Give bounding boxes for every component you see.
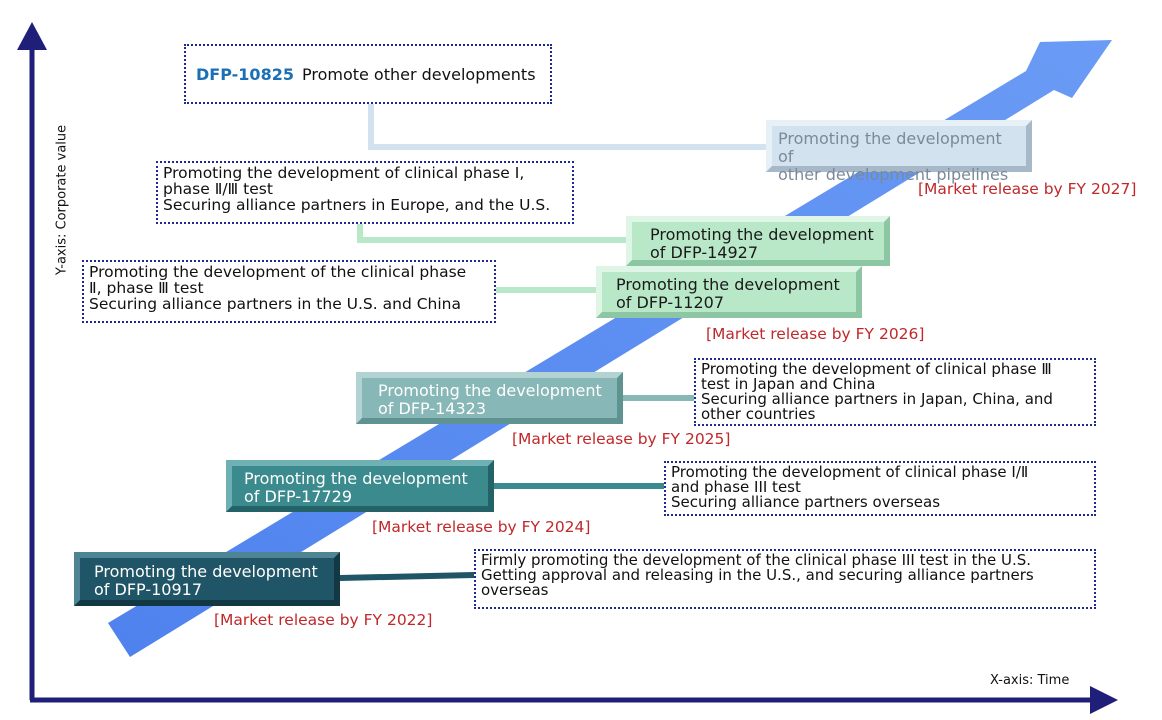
connector-top bbox=[368, 104, 772, 150]
top-note-text: Promote other developments bbox=[301, 64, 536, 84]
note-line: phase Ⅱ/Ⅲ test bbox=[163, 180, 273, 198]
note-line: Ⅱ, phase Ⅲ test bbox=[89, 279, 204, 297]
connector-stage-5 bbox=[357, 224, 626, 243]
note-line: Getting approval and releasing in the U.… bbox=[481, 566, 1034, 584]
stage-box-dfp-14323: Promoting the development of DFP-14323 bbox=[356, 372, 623, 424]
stage-box-line: of DFP-14927 bbox=[650, 243, 758, 262]
stage-box-line: other development pipelines bbox=[778, 165, 1009, 184]
release-fy2026: [Market release by FY 2026] bbox=[706, 325, 925, 343]
note-line: Promoting the development of clinical ph… bbox=[701, 360, 1052, 378]
stage-box-dfp-10917: Promoting the development of DFP-10917 bbox=[74, 552, 340, 606]
y-axis-arrowhead bbox=[17, 22, 47, 50]
stage-box-line: of DFP-10917 bbox=[94, 580, 202, 599]
stage-box-other-pipelines: Promoting the development of other devel… bbox=[766, 120, 1032, 184]
stage-box-line: Promoting the development bbox=[244, 469, 468, 488]
stage-box-line: Promoting the development bbox=[650, 225, 874, 244]
note-line: other countries bbox=[701, 405, 816, 423]
x-axis-arrowhead bbox=[1090, 686, 1118, 714]
top-note-box: DFP-10825 Promote other developments bbox=[184, 44, 552, 104]
connector-stage-1 bbox=[339, 572, 475, 581]
note-stage-1: Firmly promoting the development of the … bbox=[474, 549, 1096, 609]
note-stage-5: Promoting the development of clinical ph… bbox=[156, 161, 574, 224]
stage-box-dfp-17729: Promoting the development of DFP-17729 bbox=[226, 460, 494, 512]
y-axis-label: Y-axis: Corporate value bbox=[54, 124, 70, 276]
note-line: Promoting the development of clinical ph… bbox=[671, 463, 1029, 481]
stage-box-line: Promoting the development of bbox=[778, 129, 1002, 166]
note-stage-4: Promoting the development of the clinica… bbox=[82, 260, 496, 323]
note-line: and phase III test bbox=[671, 478, 801, 496]
stage-box-line: Promoting the development bbox=[378, 381, 602, 400]
release-fy2022: [Market release by FY 2022] bbox=[214, 611, 433, 629]
note-line: Securing alliance partners overseas bbox=[671, 493, 941, 511]
note-line: Securing alliance partners in Europe, an… bbox=[163, 196, 551, 214]
release-fy2025: [Market release by FY 2025] bbox=[512, 430, 731, 448]
stage-box-line: of DFP-17729 bbox=[244, 487, 352, 506]
stage-box-dfp-11207: Promoting the development of DFP-11207 bbox=[596, 266, 862, 318]
note-line: test in Japan and China bbox=[701, 375, 876, 393]
top-note-code: DFP-10825 bbox=[196, 64, 294, 84]
note-line: overseas bbox=[481, 581, 549, 599]
note-line: Securing alliance partners in the U.S. a… bbox=[89, 295, 461, 313]
note-line: Promoting the development of the clinica… bbox=[89, 263, 467, 281]
release-fy2027: [Market release by FY 2027] bbox=[918, 180, 1137, 198]
stage-box-line: Promoting the development bbox=[616, 275, 840, 294]
note-line: Securing alliance partners in Japan, Chi… bbox=[701, 390, 1053, 408]
note-stage-3: Promoting the development of clinical ph… bbox=[694, 358, 1096, 426]
stage-box-line: of DFP-14323 bbox=[378, 399, 486, 418]
x-axis-label: X-axis: Time bbox=[990, 673, 1070, 688]
release-fy2024: [Market release by FY 2024] bbox=[372, 518, 591, 536]
stage-box-dfp-14927: Promoting the development of DFP-14927 bbox=[626, 216, 890, 266]
stage-box-line: Promoting the development bbox=[94, 562, 318, 581]
stage-box-line: of DFP-11207 bbox=[616, 293, 724, 312]
note-line: Firmly promoting the development of the … bbox=[481, 551, 1032, 569]
note-stage-2: Promoting the development of clinical ph… bbox=[664, 461, 1096, 516]
note-line: Promoting the development of clinical ph… bbox=[163, 164, 525, 182]
